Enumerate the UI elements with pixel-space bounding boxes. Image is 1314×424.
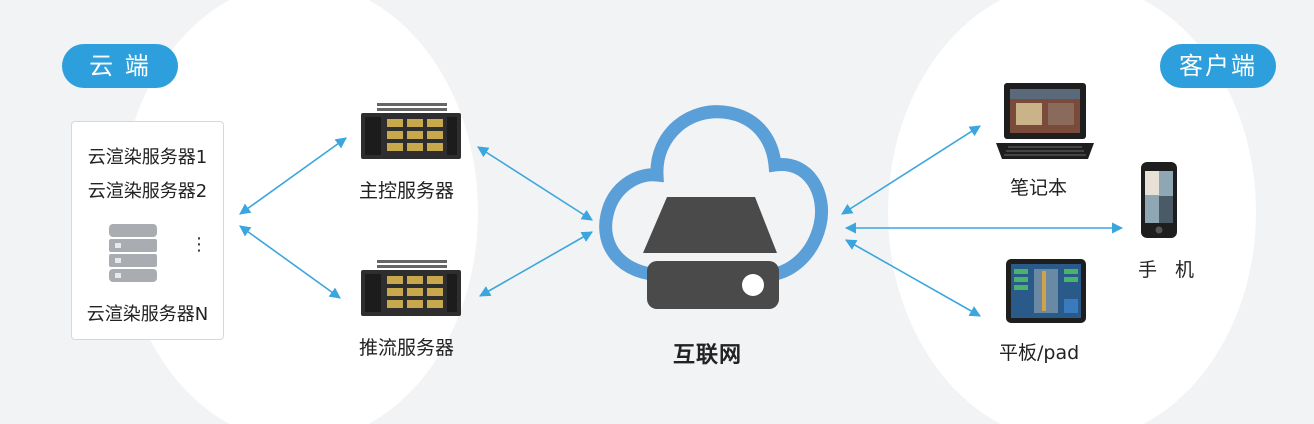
arrow-master-internet [477,146,593,221]
arrow-list-push [239,225,341,299]
client-zone-title: 客户端 [1160,44,1276,88]
cloud-zone-title: 云 端 [62,44,178,88]
arrow-push-internet [479,231,593,297]
render-server-list: 云渲染服务器1 云渲染服务器2 ⋮ 云渲染服务器N [71,121,224,340]
tablet-label: 平板/pad [999,342,1080,364]
render-server-1-label: 云渲染服务器1 [87,147,208,168]
phone-icon [1141,162,1177,238]
master-server-icon [361,103,461,159]
push-server-icon [361,260,461,316]
arrow-list-master [239,137,347,215]
arrow-internet-tablet [845,239,981,317]
laptop-label: 笔记本 [1010,177,1068,199]
phone-label: 手 机 [1138,259,1201,281]
render-server-2-label: 云渲染服务器2 [87,181,208,202]
internet-cloud-icon [599,105,828,309]
laptop-icon [996,83,1094,159]
push-server-label: 推流服务器 [359,337,455,359]
internet-label: 互联网 [673,343,743,368]
render-server-icon [109,224,157,282]
arrow-internet-laptop [841,125,981,215]
render-server-n-label: 云渲染服务器N [86,304,209,325]
master-server-label: 主控服务器 [359,180,455,202]
tablet-icon [1006,259,1086,323]
